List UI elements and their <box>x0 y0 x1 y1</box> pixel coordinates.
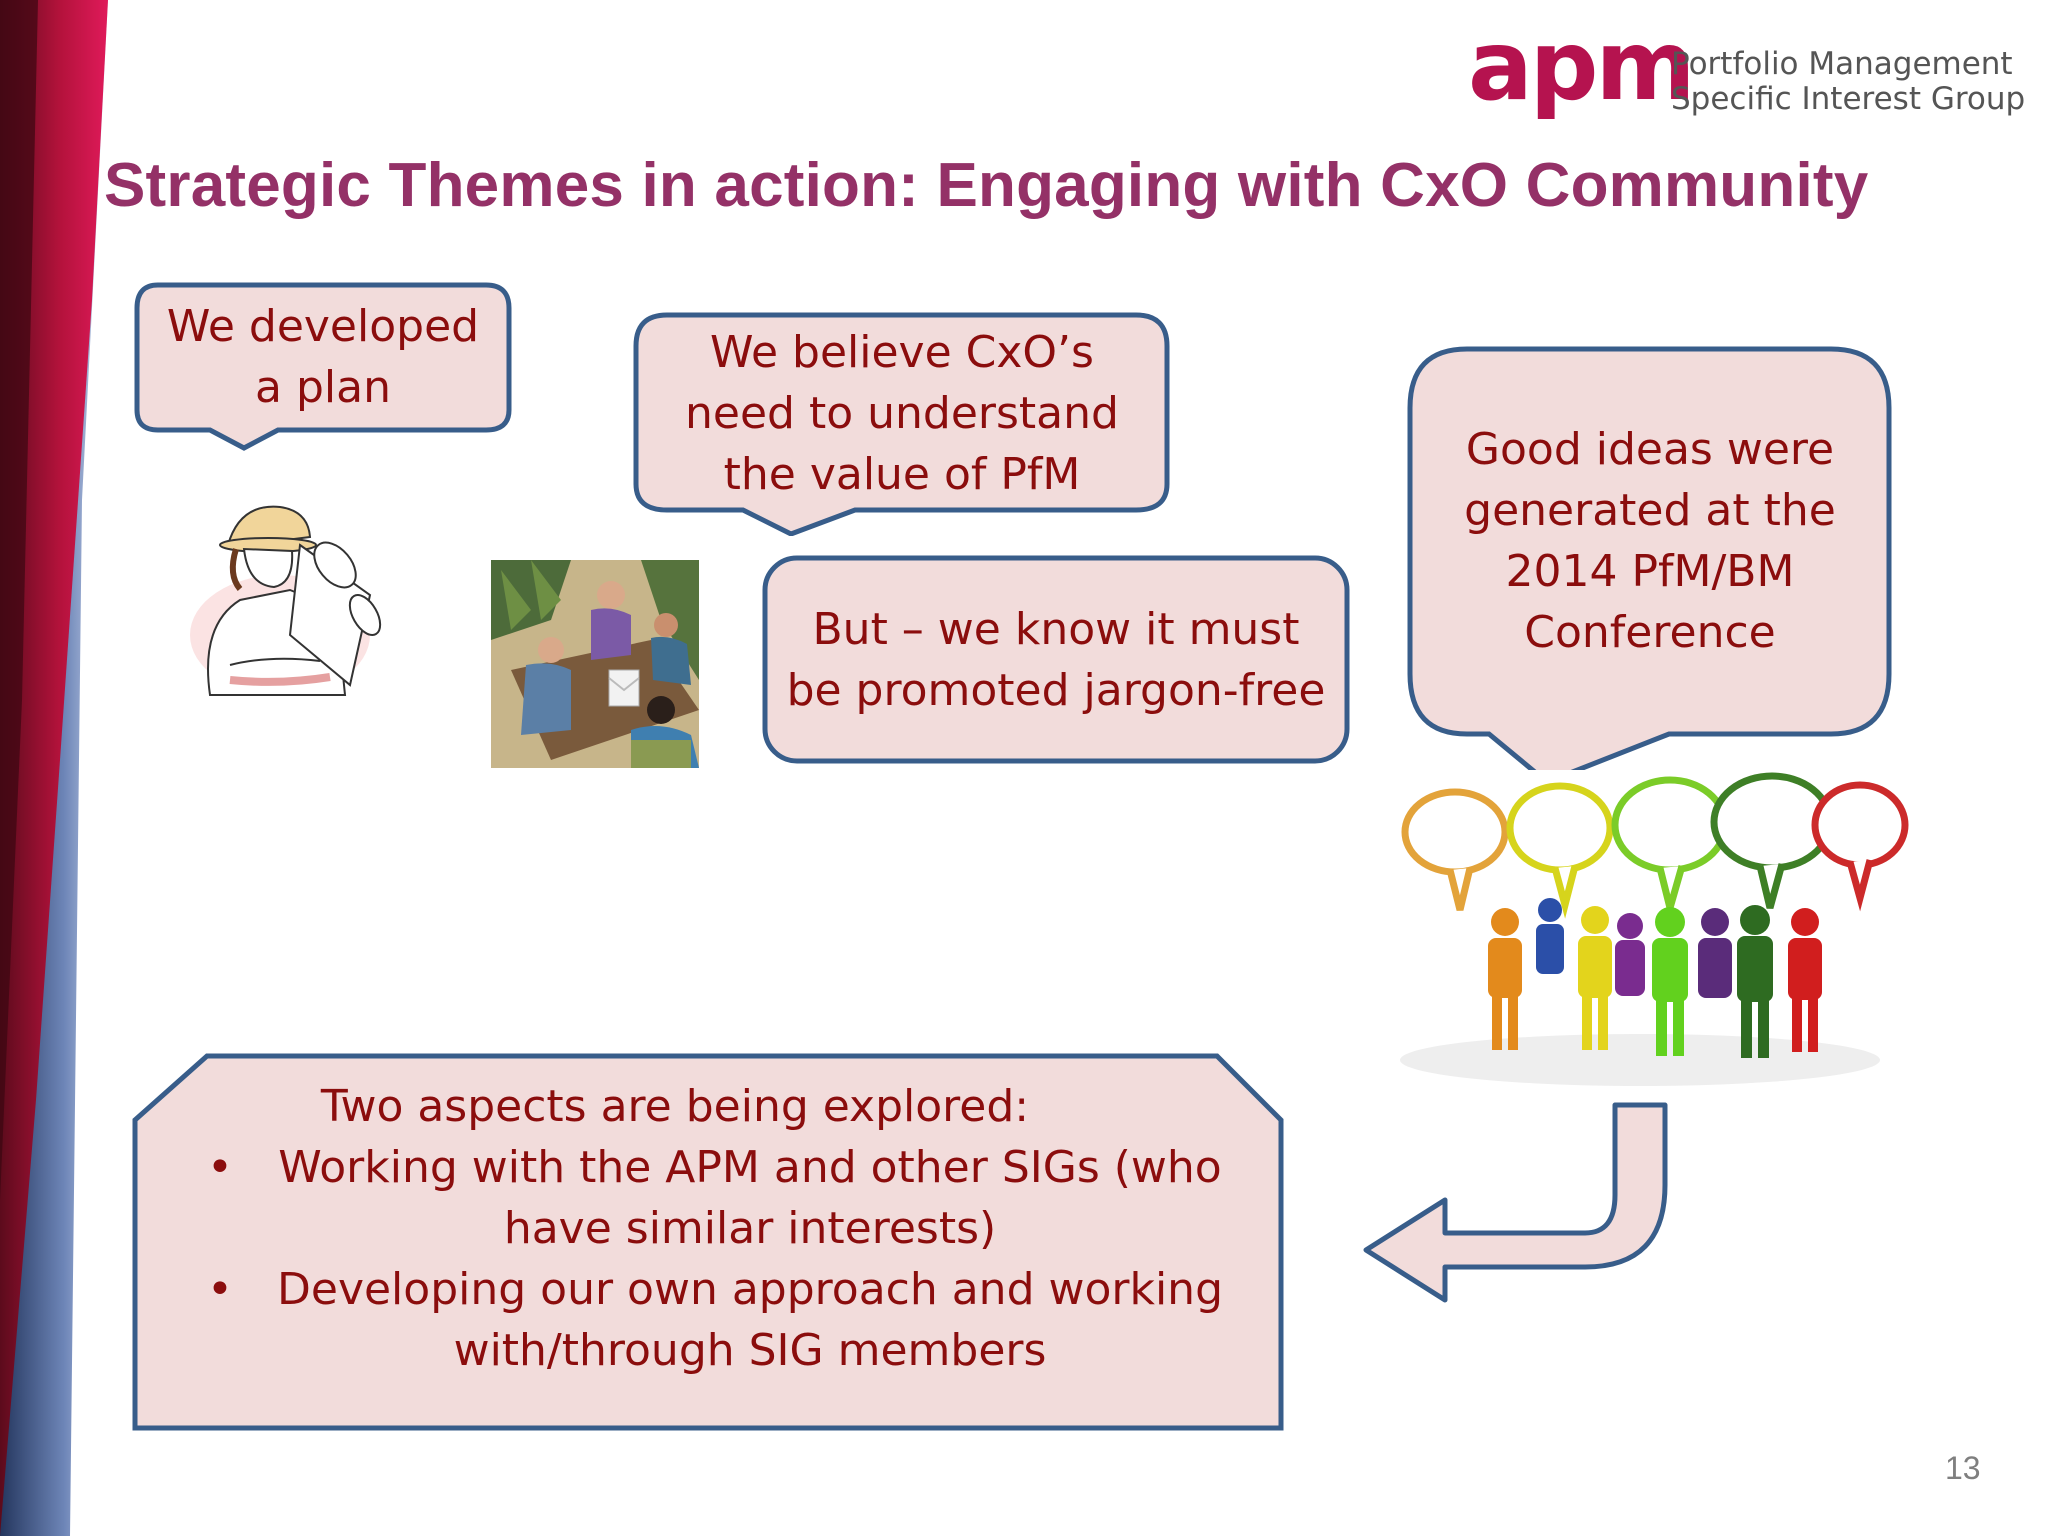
callout-ideas: Good ideas were generated at the 2014 Pf… <box>1410 360 1890 722</box>
business-meeting-clipart <box>491 560 699 768</box>
callout-ideas-line4: Conference <box>1524 607 1776 658</box>
callout-jargon-line1: But – we know it must <box>812 603 1300 655</box>
callout-plan-line1: We developed <box>166 300 480 352</box>
aspects-box-shape <box>132 1053 1284 1431</box>
crowd-with-speech-bubbles-clipart <box>1360 770 1925 1090</box>
callout-ideas-line1: Good ideas were <box>1465 424 1835 475</box>
callout-belief-line3: the value of PfM <box>723 448 1081 500</box>
apm-logo-wordmark: apm <box>1468 10 1696 122</box>
callout-ideas-shape <box>1407 346 1892 785</box>
aspects-heading: Two aspects are being explored: <box>320 1081 1030 1132</box>
callout-belief-line1: We believe CxO’s <box>710 326 1094 378</box>
aspect-item-2-line2: with/through SIG members <box>453 1325 1047 1376</box>
callout-belief-shape <box>633 312 1170 536</box>
callout-ideas-line2: generated at the <box>1464 485 1836 536</box>
aspect-item-1-text: Working with the APM and other SIGs (who… <box>250 1137 1250 1259</box>
callout-jargon-line2: be promoted jargon-free <box>786 664 1326 716</box>
logo-line-sig: Specific Interest Group <box>1671 81 2026 117</box>
callout-plan: We developed a plan <box>137 285 509 428</box>
logo-line-portfolio: Portfolio Management <box>1671 46 2013 82</box>
callout-plan-shape <box>134 282 512 451</box>
left-decorative-band <box>0 0 108 1536</box>
callout-jargon-shape <box>762 555 1350 764</box>
engineer-with-plans-clipart <box>190 505 382 696</box>
return-arrow <box>1363 1102 1668 1303</box>
callout-plan-line2: a plan <box>255 361 391 413</box>
aspect-item-1: • Working with the APM and other SIGs (w… <box>190 1137 1250 1259</box>
aspect-item-2-text: Developing our own approach and working … <box>250 1259 1250 1381</box>
aspect-item-2-line1: Developing our own approach and working <box>277 1264 1223 1315</box>
aspect-item-1-line1: Working with the APM and other SIGs (who <box>278 1142 1222 1193</box>
callout-jargon: But – we know it must be promoted jargon… <box>765 558 1347 761</box>
callout-belief: We believe CxO’s need to understand the … <box>636 318 1168 508</box>
aspect-item-1-line2: have similar interests) <box>503 1203 997 1254</box>
bullet-dot: • <box>207 1142 233 1193</box>
callout-ideas-line3: 2014 PfM/BM <box>1505 546 1795 597</box>
callout-belief-line2: need to understand <box>685 387 1119 439</box>
bullet-dot: • <box>207 1264 233 1315</box>
slide-title: Strategic Themes in action: Engaging wit… <box>104 151 1869 220</box>
aspects-box: Two aspects are being explored: • Workin… <box>190 1076 1250 1381</box>
aspect-item-2: • Developing our own approach and workin… <box>190 1259 1250 1381</box>
page-number: 13 <box>1945 1450 1981 1486</box>
